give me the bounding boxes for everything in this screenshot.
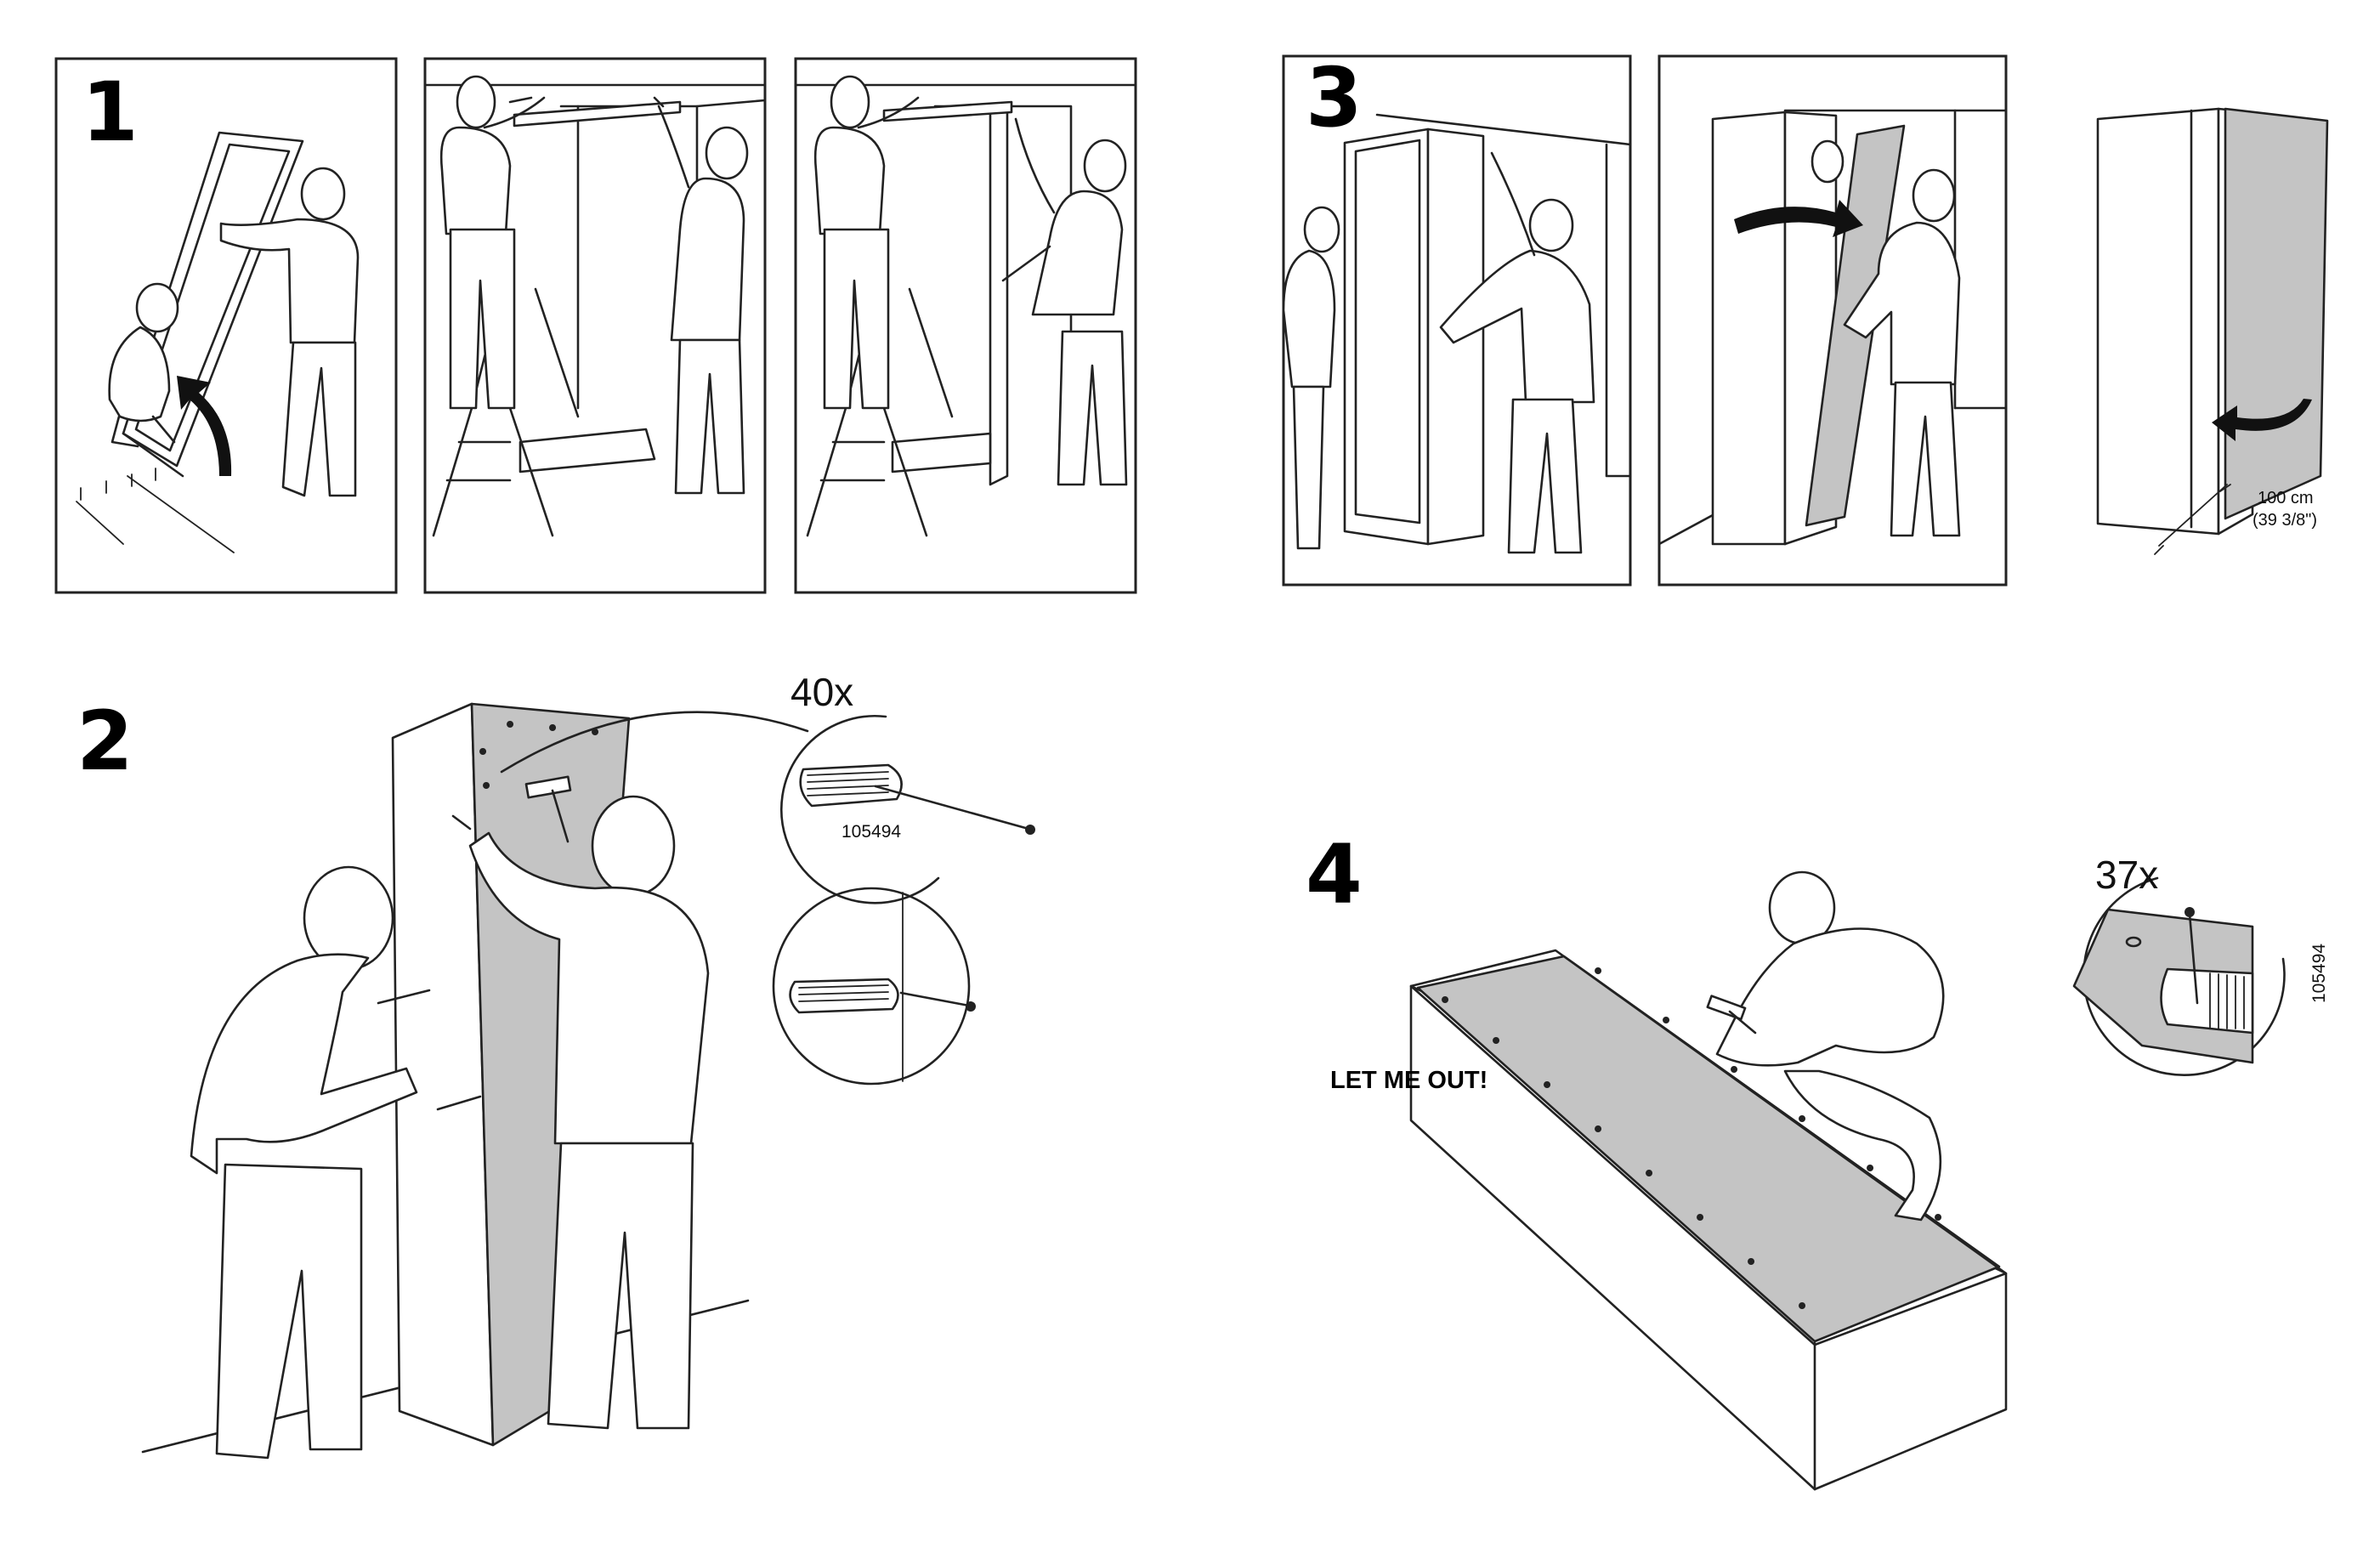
- hammer-icon: [524, 775, 572, 843]
- woman-figure: [813, 75, 920, 410]
- woman-figure: [108, 282, 179, 448]
- curved-arrow-icon: [1734, 200, 1863, 237]
- speech-text: LET ME OUT!: [1330, 1067, 1488, 1094]
- nail-icon: [874, 785, 1030, 831]
- back-panel: [1416, 955, 2001, 1343]
- open-door-panel: [2224, 107, 2329, 520]
- man-figure: [1715, 870, 1945, 1222]
- clearance-label: 100 cm: [2258, 489, 2314, 507]
- callout-arc: [500, 711, 809, 774]
- man-figure: [653, 96, 749, 495]
- woman-figure: [439, 75, 546, 410]
- step4-part-number: 105494: [2309, 944, 2329, 1003]
- clearance-dimension-line: [2154, 484, 2231, 555]
- wardrobe-base: [518, 428, 656, 473]
- man-figure: [219, 167, 360, 497]
- step3-group: 3: [1282, 50, 2329, 587]
- step2-group: 2 40x: [76, 670, 1035, 1460]
- step1-number: 1: [82, 65, 139, 160]
- hammer-icon: [1706, 995, 1757, 1035]
- step3-number: 3: [1306, 50, 1363, 145]
- woman-head: [1810, 139, 1844, 184]
- step1-scene-b: [423, 75, 767, 537]
- clearance-imperial-label: (39 3/8"): [2252, 511, 2317, 530]
- step4-group: 4 LET ME OUT! 37x 105494: [1306, 827, 2329, 1491]
- step2-nail-count: 40x: [790, 670, 853, 714]
- wardrobe-frame-inner: [134, 143, 291, 452]
- woman-figure: [1282, 206, 1340, 550]
- wardrobe-top-rail: [513, 100, 682, 128]
- man-figure: [1001, 117, 1128, 486]
- woman-figure: [190, 865, 482, 1460]
- step1-panel-b: [423, 57, 767, 594]
- step4-number: 4: [1306, 827, 1363, 922]
- step1-group: 1: [54, 57, 1137, 594]
- step1-scene-c: [794, 75, 1137, 537]
- step1-scene-a: [76, 131, 360, 553]
- wardrobe-body: [2096, 107, 2220, 536]
- step2-part-number: 105494: [842, 822, 901, 842]
- step3-panel-a: [1282, 54, 1632, 587]
- wardrobe-side-panel: [989, 105, 1009, 486]
- step3-scene-b: [1658, 109, 2008, 546]
- nail-icon: [2188, 912, 2199, 1005]
- nail-detail-circle-1: 40x 105494: [780, 670, 1035, 904]
- curved-arrow-icon: [177, 376, 232, 476]
- man-figure: [451, 795, 710, 1430]
- step3-scene-a: [1282, 113, 1632, 554]
- step4-nail-count: 37x: [2095, 853, 2158, 897]
- man-figure: [1843, 168, 1961, 537]
- step1-panel-c: [794, 57, 1137, 594]
- step3-panel-b: [1658, 54, 2008, 587]
- man-figure: [1439, 151, 1595, 554]
- nail-detail-circle-2: [772, 887, 976, 1086]
- step2-number: 2: [76, 694, 133, 789]
- nail-detail-circle-3: 37x 105494: [2072, 853, 2329, 1076]
- step1-panel-a: [54, 57, 398, 594]
- rotate-arrow-icon: [2212, 399, 2312, 441]
- step3-scene-c: 100 cm (39 3/8"): [2096, 107, 2329, 555]
- wardrobe-body: [1711, 111, 1787, 546]
